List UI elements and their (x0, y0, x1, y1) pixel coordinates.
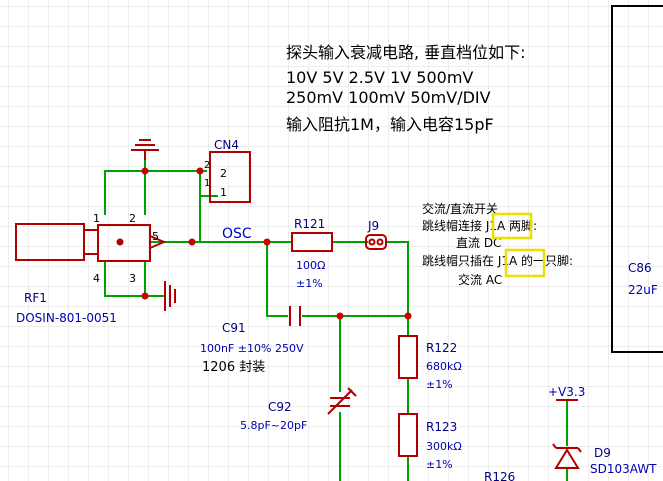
junction-dot (263, 238, 271, 246)
note-ranges-1: 10V 5V 2.5V 1V 500mV (286, 68, 473, 87)
c91-symbol (289, 306, 301, 326)
r123-tolerance: ±1% (426, 458, 453, 471)
wire-c91-left (266, 242, 288, 317)
cn4-body (209, 151, 251, 203)
wire-j9-r122 (386, 241, 409, 336)
d9-diode (552, 443, 582, 469)
ground-symbol-top (131, 139, 159, 160)
pin-number: 1 (93, 212, 100, 225)
j1a-highlight-ac (504, 248, 546, 278)
pin-label: 1 (220, 186, 227, 199)
power-label: +V3.3 (548, 385, 585, 399)
r122-tolerance: ±1% (426, 378, 453, 391)
pin-number: 4 (93, 272, 100, 285)
junction-dot (336, 312, 344, 320)
switch-note-ac-line: 跳线帽只插在 J1A 的一只脚: (422, 253, 573, 268)
switch-note-dc-line: 跳线帽连接 J1A 两脚: (422, 218, 537, 233)
note-ranges-2: 250mV 100mV 50mV/DIV (286, 88, 491, 107)
pin-number: 2 (129, 212, 136, 225)
wire-rf1-top (104, 170, 207, 215)
r121-value: 100Ω (296, 259, 325, 272)
d9-value: SD103AWT (590, 462, 657, 476)
r122-reference: R122 (426, 341, 457, 355)
pin-number: 2 (204, 160, 210, 171)
r123-body (398, 413, 418, 457)
switch-note-title: 交流/直流开关 (422, 201, 498, 216)
cn4-reference: CN4 (214, 138, 239, 152)
r121-reference: R121 (294, 217, 325, 231)
junction-dot (404, 312, 412, 320)
pin-number: 5 (152, 230, 159, 243)
r121-tolerance: ±1% (296, 277, 323, 290)
switch-note-ac-mode: 交流 AC (458, 272, 502, 287)
c91-package: 1206 封装 (202, 360, 265, 375)
r126-reference: R126 (484, 470, 515, 481)
pin-number: 3 (129, 272, 136, 285)
net-label-osc: OSC (222, 226, 252, 242)
c86-box (611, 5, 663, 353)
rf1-connector (15, 223, 167, 262)
r121-body (291, 232, 333, 252)
junctions (141, 167, 412, 320)
c92-reference: C92 (268, 400, 292, 414)
r123-value: 300kΩ (426, 440, 462, 453)
r122-value: 680kΩ (426, 360, 462, 373)
pin-number: 1 (204, 178, 210, 189)
j9-jumper (365, 234, 387, 250)
c91-reference: C91 (222, 321, 246, 335)
c86-value: 22uF (628, 283, 658, 297)
rf1-reference: RF1 (24, 291, 47, 305)
c92-value: 5.8pF~20pF (240, 419, 307, 432)
c92-trimmer (327, 387, 357, 415)
r123-reference: R123 (426, 420, 457, 434)
c86-reference: C86 (628, 261, 652, 275)
note-impedance: 输入阻抗1M，输入电容15pF (286, 115, 494, 134)
pin-label: 2 (220, 167, 227, 180)
d9-reference: D9 (594, 446, 611, 460)
junction-dot (141, 292, 149, 300)
junction-dot (141, 167, 149, 175)
ground-symbol-bottom (164, 281, 176, 311)
note-title: 探头输入衰减电路, 垂直档位如下: (286, 43, 526, 62)
j1a-highlight-dc (491, 212, 533, 240)
rf1-value: DOSIN-801-0051 (16, 311, 117, 325)
junction-dot (188, 238, 196, 246)
j9-reference: J9 (367, 219, 379, 233)
junction-dot (196, 167, 204, 175)
switch-note-dc-mode: 直流 DC (456, 236, 501, 250)
r122-body (398, 335, 418, 379)
c91-value: 100nF ±10% 250V (200, 342, 304, 355)
